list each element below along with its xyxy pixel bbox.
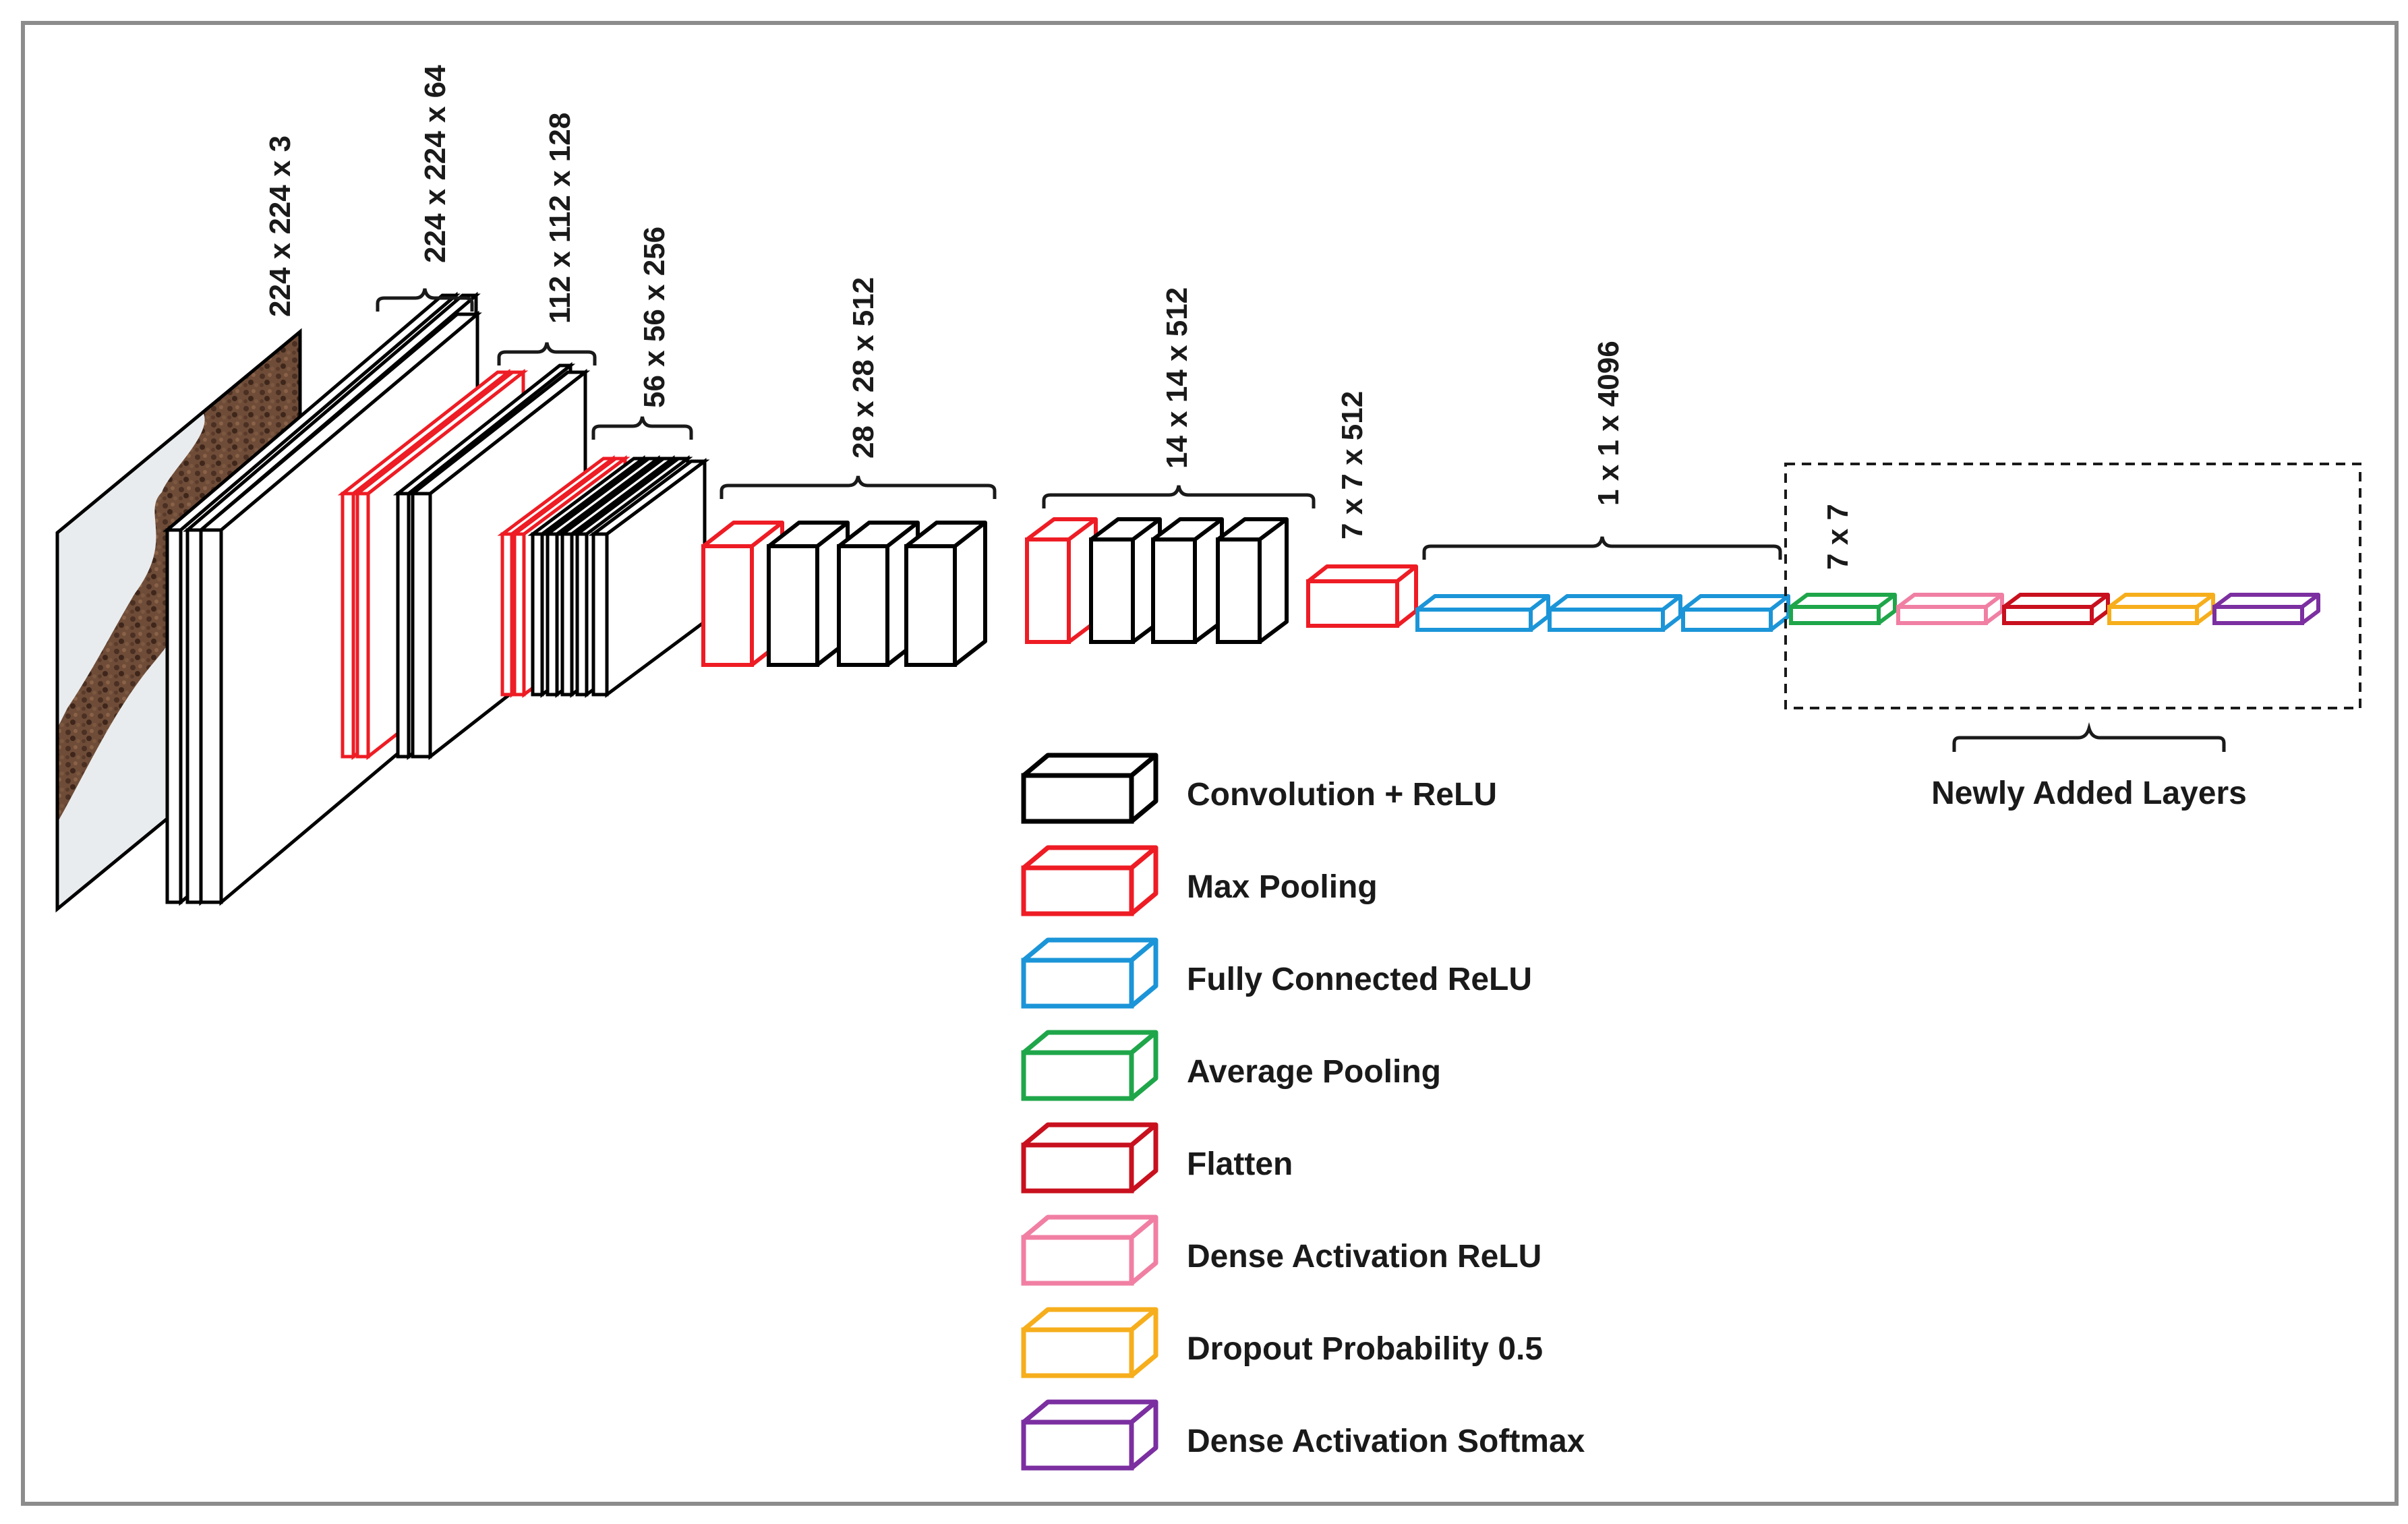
new-dense-relu [1896,593,2004,625]
legend-item: Dense Activation Softmax [1021,1399,1585,1471]
legend-swatch [1021,937,1158,1009]
outer-frame [21,21,2399,1506]
legend-item: Dropout Probability 0.5 [1021,1307,1543,1378]
brace-block2 [497,342,597,365]
brace-block3 [591,416,693,440]
legend-item: Max Pooling [1021,845,1378,916]
fc-relu-2 [1548,594,1682,632]
block5-conv-1 [1089,517,1162,644]
legend-swatch [1021,845,1158,916]
layer-blocks [163,291,2320,906]
legend-item: Convolution + ReLU [1021,753,1497,824]
legend-item: Flatten [1021,1122,1293,1194]
block5-maxpool [1025,517,1098,644]
dim-label-block1: 224 x 224 x 64 [419,65,452,263]
legend-item: Average Pooling [1021,1030,1441,1101]
legend-swatch [1021,1307,1158,1378]
dimension-braces [376,288,1782,560]
block5-conv-3 [1216,517,1289,644]
brace-fc [1422,536,1782,560]
dim-label-pool5: 7 x 7 x 512 [1336,391,1369,539]
dim-label-block2: 112 x 112 x 128 [544,113,577,324]
block5-conv-2 [1151,517,1224,644]
legend-label: Average Pooling [1187,1054,1441,1090]
block4-conv-3 [904,521,987,667]
newly-added-label: Newly Added Layers [1931,775,2247,811]
pool5-maxpool [1306,564,1418,628]
brace-block1 [376,288,474,312]
newly-added-brace [1952,722,2226,752]
dim-label-block3: 56 x 56 x 256 [638,227,671,408]
dim-label-avgpool: 7 x 7 [1821,504,1854,570]
new-softmax [2212,593,2320,625]
legend-label: Dropout Probability 0.5 [1187,1331,1543,1367]
dim-label-fc: 1 x 1 x 4096 [1592,341,1625,506]
block4-maxpool [701,521,784,667]
legend-swatch [1021,1030,1158,1101]
new-dropout [2107,593,2215,625]
fc-relu-1 [1415,594,1550,632]
brace-block5 [1042,485,1316,508]
legend-label: Dense Activation ReLU [1187,1239,1541,1274]
legend-swatch [1021,1214,1158,1286]
legend-swatch [1021,753,1158,824]
legend-label: Convolution + ReLU [1187,777,1497,813]
block4-conv-1 [767,521,850,667]
newly-added-layers-box [1784,463,2361,709]
new-flatten [2002,593,2110,625]
legend-label: Fully Connected ReLU [1187,962,1532,997]
legend-label: Dense Activation Softmax [1187,1424,1585,1459]
legend-label: Max Pooling [1187,869,1378,905]
dim-label-block5: 14 x 14 x 512 [1161,287,1194,469]
legend-swatch [1021,1122,1158,1194]
dim-label-input: 224 x 224 x 3 [264,136,297,317]
brace-block4 [720,475,997,499]
dimension-labels: 224 x 224 x 3 224 x 224 x 64 112 x 112 x… [264,65,1854,570]
dim-label-block4: 28 x 28 x 512 [847,277,880,459]
fc-relu-3 [1681,594,1790,632]
legend-item: Dense Activation ReLU [1021,1214,1541,1286]
legend-item: Fully Connected ReLU [1021,937,1532,1009]
legend-swatch [1021,1399,1158,1471]
new-avgpool [1789,593,1897,625]
legend-label: Flatten [1187,1146,1293,1182]
